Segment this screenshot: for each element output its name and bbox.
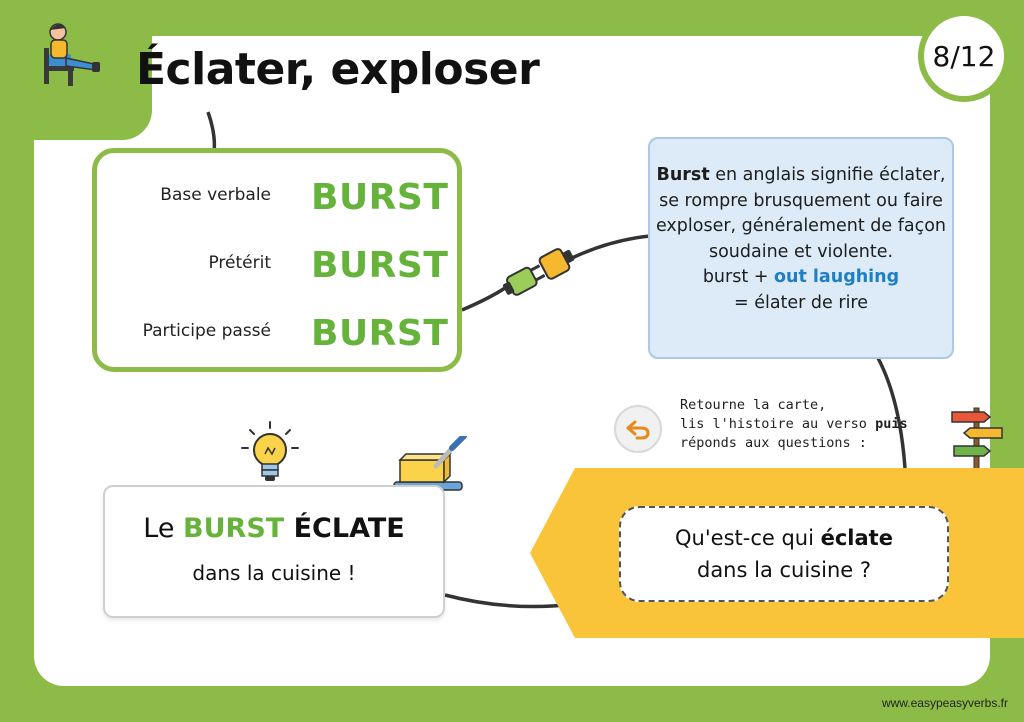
- hint-line2-bold: puis: [875, 416, 908, 432]
- question-bold: éclate: [820, 526, 893, 550]
- relaxing-person-icon: [44, 23, 100, 86]
- form-row-base: Base verbale BURST: [97, 177, 457, 218]
- expression-meaning: = élater de rire: [733, 292, 869, 313]
- expression-highlight: out laughing: [773, 267, 900, 287]
- question-line2: dans la cuisine ?: [696, 558, 872, 582]
- form-value: BURST: [311, 245, 449, 286]
- lightbulb-icon: [241, 421, 299, 481]
- hint-line2: lis l'histoire au verso: [680, 416, 876, 432]
- hint-line3: réponds aux questions :: [680, 435, 867, 451]
- form-label: Base verbale: [160, 185, 271, 205]
- return-arrow-icon: [626, 420, 650, 440]
- hint-text: Retourne la carte, lis l'histoire au ver…: [680, 396, 908, 453]
- story-line2: dans la cuisine !: [192, 561, 356, 585]
- form-label: Prétérit: [208, 253, 271, 273]
- story-burst: BURST: [183, 513, 285, 544]
- form-value: BURST: [311, 313, 449, 354]
- story-line1: Le BURST ÉCLATE: [105, 513, 443, 544]
- story-box: Le BURST ÉCLATE dans la cuisine !: [103, 485, 445, 618]
- question-box: Qu'est-ce qui éclate dans la cuisine ?: [619, 506, 949, 602]
- verb-forms-panel: Base verbale BURST Prétérit BURST Partic…: [92, 148, 462, 372]
- question-prefix: Qu'est-ce qui: [675, 526, 821, 550]
- flip-card-button[interactable]: [614, 405, 662, 453]
- expression-prefix: burst +: [702, 267, 774, 287]
- definition-word: Burst: [656, 165, 710, 185]
- page-title: Éclater, exploser: [136, 44, 540, 95]
- form-row-preterit: Prétérit BURST: [97, 245, 457, 286]
- form-value: BURST: [311, 177, 449, 218]
- form-label: Participe passé: [142, 321, 271, 341]
- page-indicator: 8/12: [918, 10, 1010, 102]
- form-row-participle: Participe passé BURST: [97, 313, 457, 354]
- definition-panel: Burst en anglais signifie éclater, se ro…: [648, 137, 954, 359]
- footer-url[interactable]: www.easypeasyverbs.fr: [881, 696, 1008, 710]
- story-le: Le: [143, 513, 184, 544]
- plug-connector-icon: [502, 248, 575, 296]
- story-eclate: ÉCLATE: [284, 513, 405, 544]
- signpost-icon: [951, 407, 1003, 474]
- definition-text: en anglais signifie éclater, se rompre b…: [655, 165, 947, 262]
- hint-line1: Retourne la carte,: [680, 397, 827, 413]
